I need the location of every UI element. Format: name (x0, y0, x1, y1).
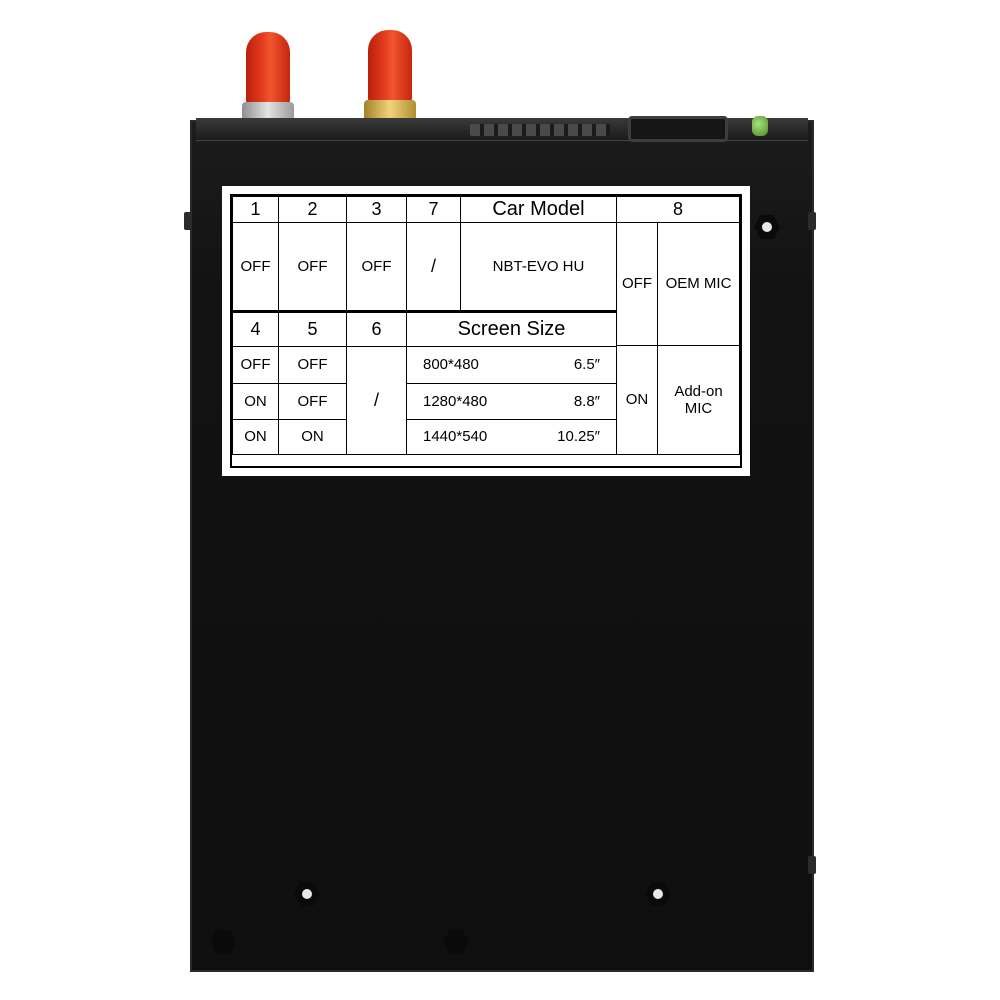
resolution: 1280*480 (423, 392, 488, 410)
antenna-cap (246, 32, 290, 106)
row2-switch-5: OFF (278, 383, 347, 420)
header-switch-2: 2 (278, 196, 347, 223)
header-switch-4: 4 (232, 312, 279, 347)
value-switch-2: OFF (278, 222, 347, 313)
row3-switch-5: ON (278, 419, 347, 455)
header-switch-7: 7 (406, 196, 461, 223)
row2-switch-4: ON (232, 383, 279, 420)
dip-switch-label: 1 2 3 7 Car Model 8 OFF OFF OFF / NBT-EV… (222, 186, 750, 476)
switch8-off-state: OFF (616, 222, 658, 346)
screw-icon (443, 930, 469, 954)
side-tab (808, 212, 816, 230)
resolution: 1440*540 (423, 428, 488, 446)
header-switch-3: 3 (346, 196, 407, 223)
row1-switch-5: OFF (278, 346, 347, 384)
antenna-cap (368, 30, 412, 104)
power-connector (628, 116, 728, 142)
header-switch-1: 1 (232, 196, 279, 223)
screw-icon (210, 930, 236, 954)
side-tab (184, 212, 192, 230)
switch8-addon-mic: Add-on MIC (657, 345, 740, 455)
value-switch-6: / (346, 346, 407, 455)
value-switch-7: / (406, 222, 461, 313)
side-tab (808, 856, 816, 874)
screw-icon (754, 215, 780, 239)
switch8-oem-mic: OEM MIC (657, 222, 740, 346)
value-switch-3: OFF (346, 222, 407, 313)
row3-switch-4: ON (232, 419, 279, 455)
value-switch-1: OFF (232, 222, 279, 313)
header-switch-8: 8 (616, 196, 740, 223)
switch8-on-state: ON (616, 345, 658, 455)
header-switch-5: 5 (278, 312, 347, 347)
header-screen-size: Screen Size (406, 312, 617, 347)
screw-icon (294, 882, 320, 906)
header-switch-6: 6 (346, 312, 407, 347)
screen-size: 10.25″ (557, 428, 600, 446)
port-slot (470, 124, 610, 136)
screen-row-3: 1440*540 10.25″ (406, 419, 617, 455)
resolution: 800*480 (423, 356, 479, 374)
row1-switch-4: OFF (232, 346, 279, 384)
screw-icon (645, 882, 671, 906)
label-frame: 1 2 3 7 Car Model 8 OFF OFF OFF / NBT-EV… (230, 194, 742, 468)
value-car-model: NBT-EVO HU (460, 222, 617, 313)
status-led (752, 116, 768, 136)
screen-size: 8.8″ (573, 392, 600, 410)
screen-size: 6.5″ (573, 356, 600, 374)
screen-row-2: 1280*480 8.8″ (406, 383, 617, 420)
screen-row-1: 800*480 6.5″ (406, 346, 617, 384)
header-car-model: Car Model (460, 196, 617, 223)
